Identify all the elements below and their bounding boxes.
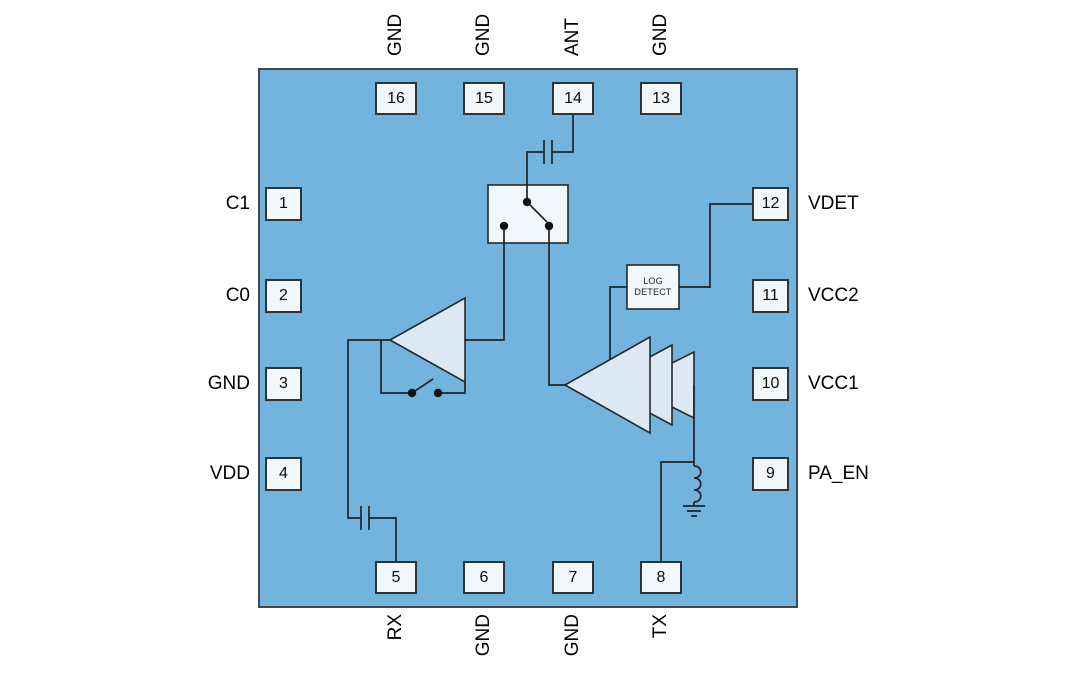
log-detect-box bbox=[626, 264, 680, 310]
pin-8-number: 8 bbox=[656, 568, 666, 586]
pin-13: 13 bbox=[640, 82, 682, 115]
ground-icon bbox=[683, 502, 705, 517]
pin-9-number: 9 bbox=[766, 465, 775, 482]
antenna-switch-arm bbox=[526, 201, 548, 223]
pin-5-number: 5 bbox=[391, 568, 401, 586]
pin-label-gnd-15: GND bbox=[473, 13, 494, 56]
ant-capacitor-icon bbox=[543, 140, 553, 164]
pin-10: 10 bbox=[752, 367, 789, 401]
pin-label-ant: ANT bbox=[562, 18, 583, 56]
pin-label-rx: RX bbox=[385, 614, 406, 641]
log-detect-line2: DETECT bbox=[634, 287, 672, 297]
lna-triangle bbox=[388, 296, 466, 384]
pin-label-vdd: VDD bbox=[209, 463, 250, 484]
switch-throw-rx-dot bbox=[499, 221, 509, 231]
pin-1-number: 1 bbox=[279, 195, 288, 212]
detector-tap-wire bbox=[609, 286, 627, 359]
ant-wire bbox=[526, 115, 574, 202]
pin-label-gnd-13: GND bbox=[650, 13, 671, 56]
switch-pole-dot bbox=[522, 197, 532, 207]
antenna-switch-box bbox=[487, 184, 569, 244]
rx-input-wire bbox=[465, 226, 505, 341]
bypass-contact-left-dot bbox=[407, 388, 417, 398]
pin-5: 5 bbox=[375, 561, 417, 594]
pin-12: 12 bbox=[752, 187, 789, 221]
pin-14-number: 14 bbox=[564, 89, 582, 107]
pin-label-c0: C0 bbox=[225, 285, 250, 306]
bypass-contact-right-dot bbox=[433, 388, 443, 398]
pin-11: 11 bbox=[752, 279, 789, 313]
pin-16-number: 16 bbox=[387, 89, 405, 107]
pin-label-vcc2: VCC2 bbox=[808, 285, 859, 306]
pin-3-number: 3 bbox=[279, 375, 288, 392]
pin-13-number: 13 bbox=[652, 89, 670, 107]
pin-15: 15 bbox=[463, 82, 505, 115]
pin-label-gnd-3: GND bbox=[207, 373, 250, 394]
pin-10-number: 10 bbox=[761, 375, 780, 392]
pin-4-number: 4 bbox=[279, 465, 288, 482]
pin-label-gnd-16: GND bbox=[385, 13, 406, 56]
tx-wire bbox=[660, 461, 694, 561]
rx-output-wire bbox=[347, 339, 397, 561]
bypass-wire bbox=[380, 340, 466, 394]
pin-7: 7 bbox=[552, 561, 594, 594]
pin-6: 6 bbox=[463, 561, 505, 594]
log-detect-line1: LOG bbox=[643, 276, 663, 286]
pin-label-pa-en: PA_EN bbox=[808, 463, 869, 484]
pin-6-number: 6 bbox=[479, 568, 489, 586]
pin-12-number: 12 bbox=[761, 195, 780, 212]
vdet-wire bbox=[679, 203, 752, 288]
inductor-icon bbox=[693, 465, 702, 503]
pa-stage1-triangle bbox=[563, 335, 651, 435]
pin-8: 8 bbox=[640, 561, 682, 594]
pin-7-number: 7 bbox=[568, 568, 578, 586]
switch-throw-tx-dot bbox=[544, 221, 554, 231]
pin-label-c1: C1 bbox=[225, 193, 250, 214]
wires bbox=[347, 115, 752, 561]
switch-contacts bbox=[407, 197, 554, 398]
tx-ant-wire bbox=[548, 226, 565, 386]
pin-label-tx: TX bbox=[650, 614, 671, 639]
rx-capacitor-icon bbox=[360, 506, 370, 530]
pin-14: 14 bbox=[552, 82, 594, 115]
log-detect-label: LOG DETECT bbox=[627, 265, 679, 309]
pin-label-gnd-6: GND bbox=[473, 614, 494, 657]
pin-label-gnd-7: GND bbox=[562, 614, 583, 657]
pin-label-vdet: VDET bbox=[808, 193, 859, 214]
pin-label-vcc1: VCC1 bbox=[808, 373, 859, 394]
pin-11-number: 11 bbox=[762, 287, 779, 304]
pin-9: 9 bbox=[752, 457, 789, 491]
pin-4: 4 bbox=[265, 457, 302, 491]
pin-3: 3 bbox=[265, 367, 302, 401]
pin-15-number: 15 bbox=[475, 89, 493, 107]
pin-2: 2 bbox=[265, 279, 302, 313]
bypass-switch-arm bbox=[411, 378, 434, 394]
pin-16: 16 bbox=[375, 82, 417, 115]
pin-2-number: 2 bbox=[279, 287, 288, 304]
pin-1: 1 bbox=[265, 187, 302, 221]
